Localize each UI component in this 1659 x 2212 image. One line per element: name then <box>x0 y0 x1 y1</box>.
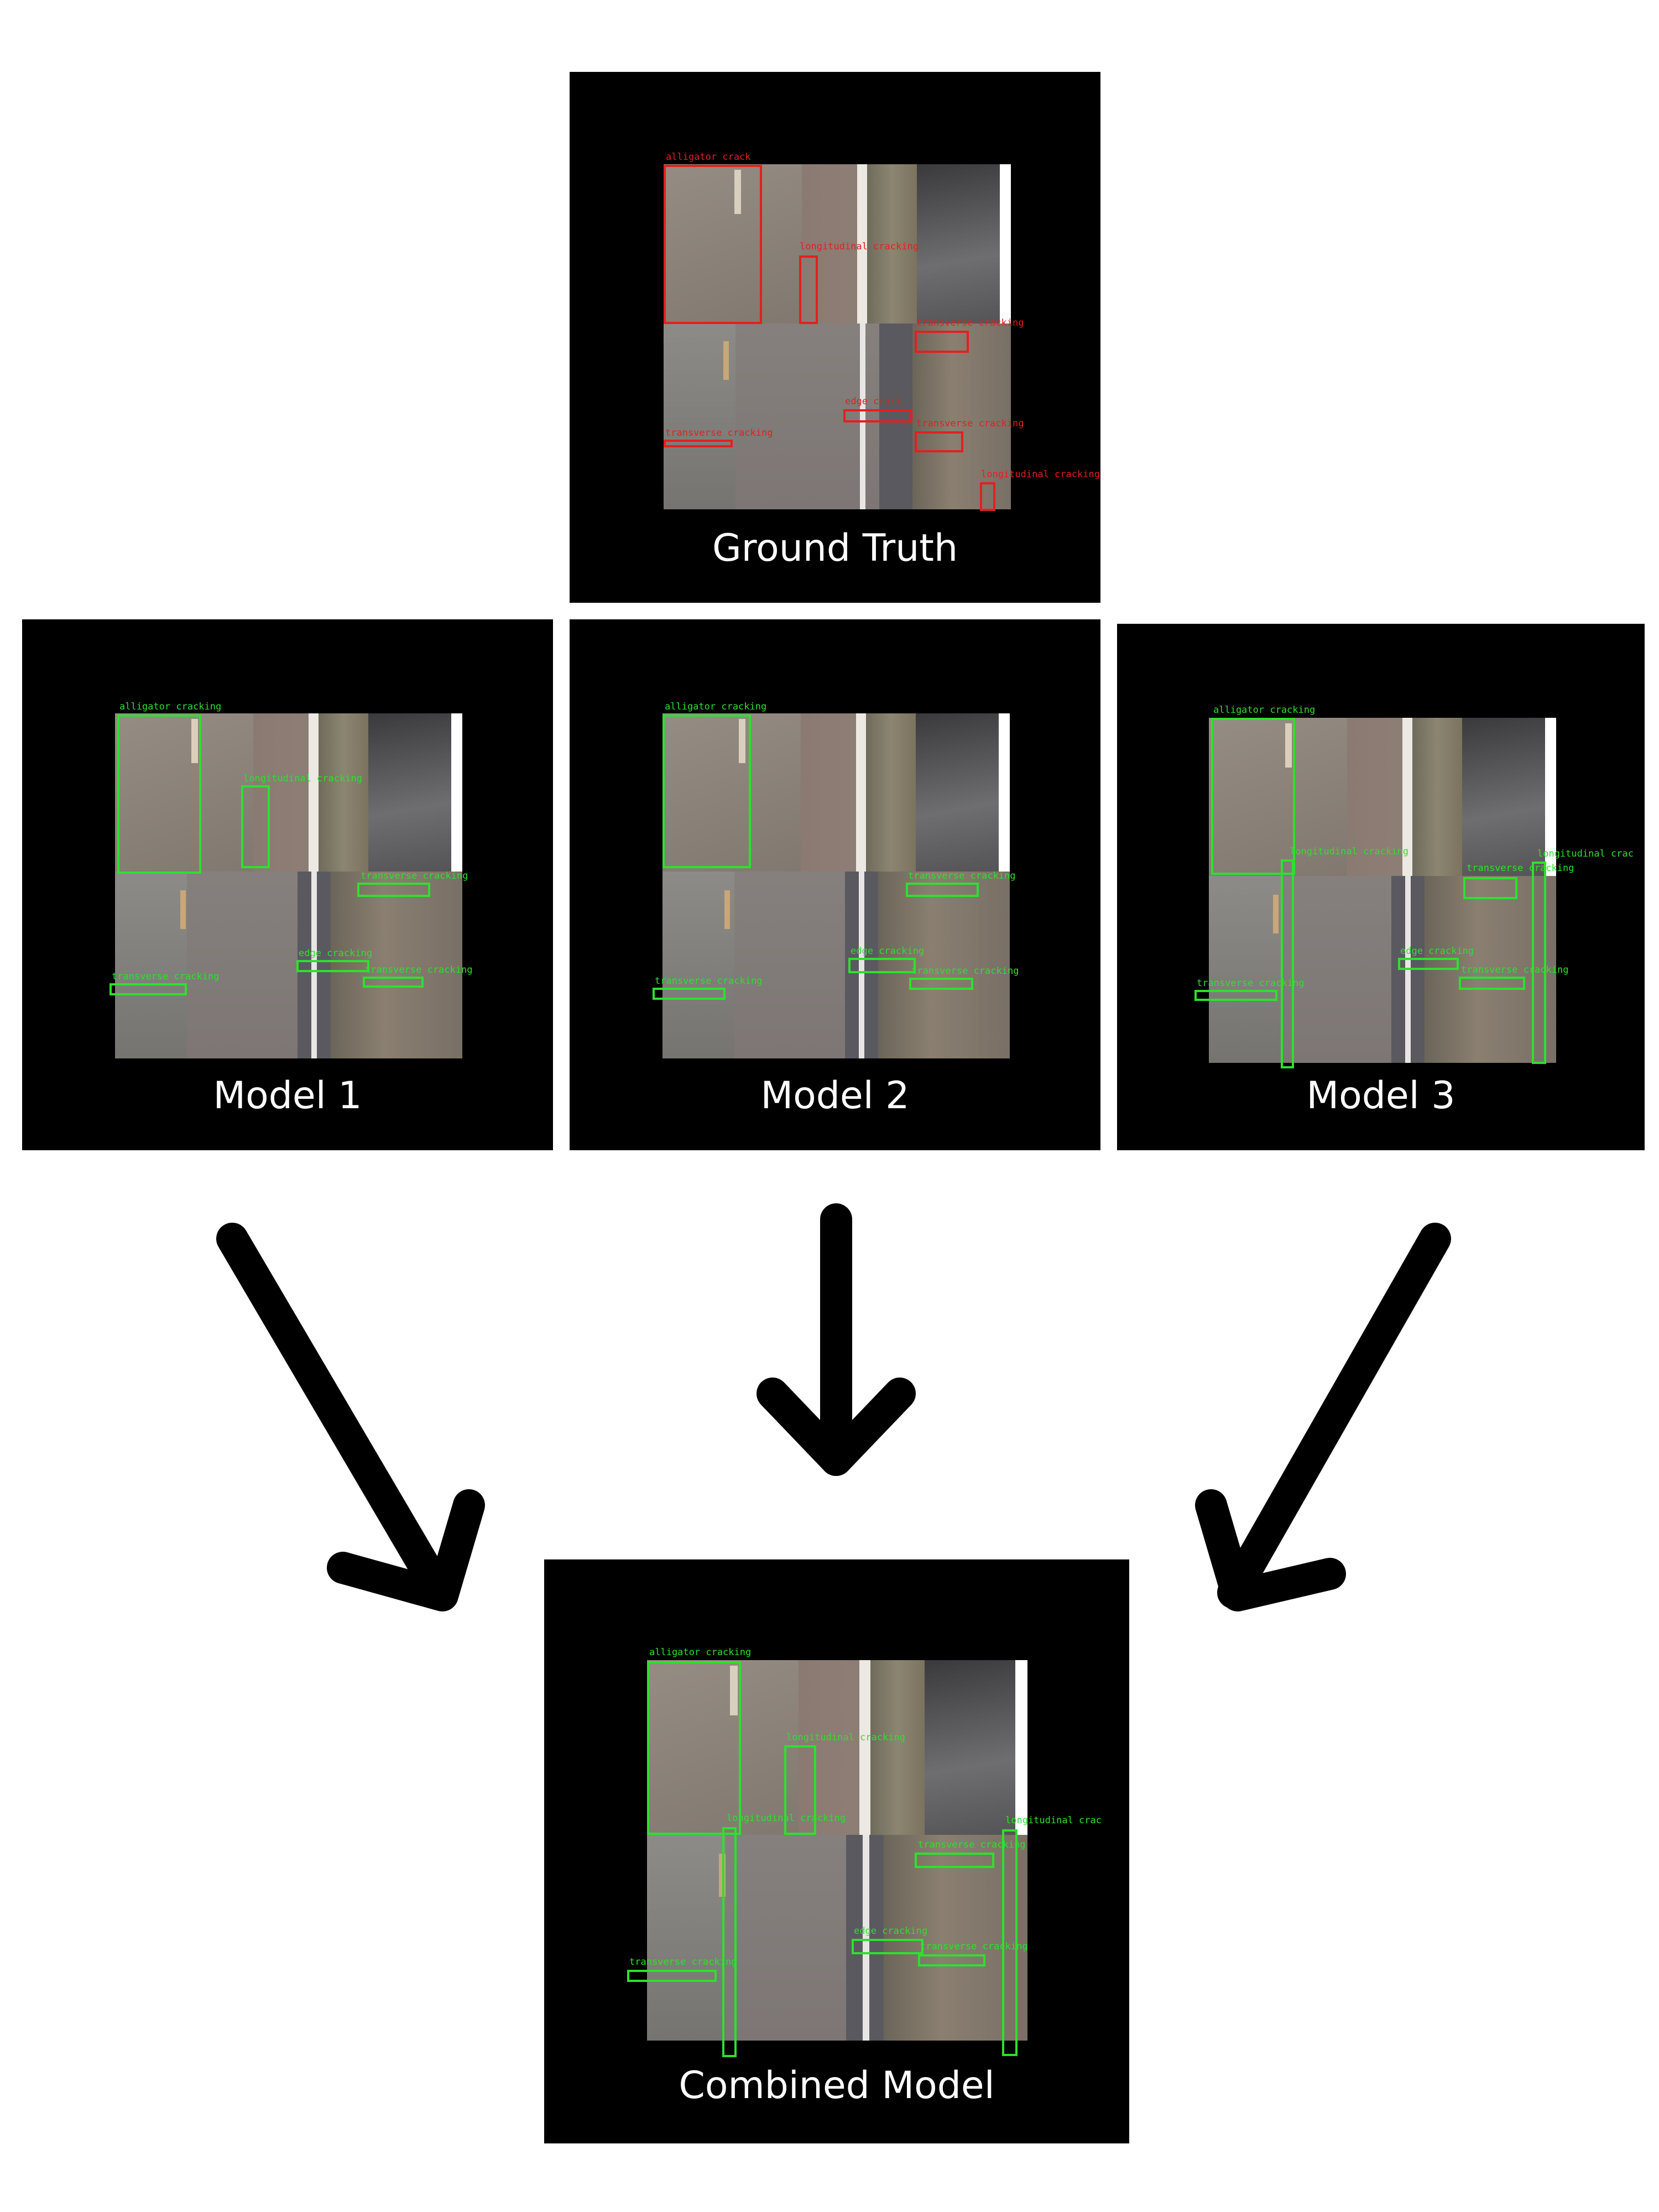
m2-box-alligator <box>662 714 751 868</box>
gt-label-alligator: alligator crack <box>666 152 751 163</box>
panel-caption-model-3: Model 3 <box>1306 1074 1455 1118</box>
arrow-down-icon <box>757 1203 916 1476</box>
gt-label-edge: edge crack <box>845 396 902 407</box>
m2-label-transverse-right-top: transverse cracking <box>908 870 1016 881</box>
panel-model-2: alligator cracking transverse cracking e… <box>570 619 1100 1150</box>
combined-box-transverse-left <box>627 1970 717 1982</box>
combined-label-transverse-right-top: transverse cracking <box>918 1839 1026 1850</box>
gt-box-longitudinal-bottom <box>980 482 995 511</box>
gt-label-transverse-right-mid: transverse cracking <box>916 418 1024 429</box>
m3-label-longitudinal-mid: longitudinal cracking <box>1290 846 1408 857</box>
panel-ground-truth: alligator crack longitudinal cracking tr… <box>570 72 1100 603</box>
combined-box-edge <box>852 1939 924 1954</box>
gt-label-transverse-left: transverse cracking <box>665 427 773 439</box>
panel-caption-combined-model: Combined Model <box>679 2064 995 2107</box>
m1-box-longitudinal-top <box>241 785 270 868</box>
combined-label-longitudinal-top: longitudinal cracking <box>786 1732 905 1743</box>
panel-caption-model-1: Model 1 <box>213 1074 362 1118</box>
gt-box-edge <box>843 409 912 422</box>
m3-label-transverse-left: transverse cracking <box>1197 978 1305 989</box>
combined-label-edge: edge cracking <box>854 1926 928 1937</box>
combined-box-longitudinal-mid <box>722 1827 737 2057</box>
m1-label-alligator: alligator cracking <box>119 701 222 712</box>
m1-label-longitudinal-top: longitudinal cracking <box>243 773 362 784</box>
m3-box-transverse-left <box>1194 990 1277 1001</box>
m1-box-transverse-right-mid <box>363 977 424 988</box>
combined-box-transverse-right-top <box>915 1853 994 1868</box>
combined-label-transverse-left: transverse cracking <box>629 1957 737 1968</box>
gt-box-transverse-right-mid <box>915 431 963 452</box>
m1-box-transverse-right-top <box>357 883 430 897</box>
combined-box-alligator <box>647 1661 741 1835</box>
road-image-mosaic <box>662 713 1010 1058</box>
m3-box-alligator <box>1211 718 1295 875</box>
combined-label-longitudinal-right: longitudinal crac <box>1005 1815 1102 1826</box>
m1-box-alligator <box>117 714 201 874</box>
m1-label-edge: edge cracking <box>299 948 373 959</box>
gt-box-alligator <box>664 165 762 324</box>
combined-label-alligator: alligator cracking <box>649 1647 752 1658</box>
panel-caption-model-2: Model 2 <box>760 1074 910 1118</box>
panel-model-3: alligator cracking longitudinal cracking… <box>1117 624 1645 1150</box>
m3-box-edge <box>1398 958 1459 970</box>
m2-box-transverse-right-mid <box>909 978 973 990</box>
road-image-mosaic <box>664 164 1011 509</box>
m2-label-alligator: alligator cracking <box>665 701 767 712</box>
m3-box-transverse-right-mid <box>1459 977 1525 990</box>
road-image-mosaic <box>115 713 462 1058</box>
m3-label-longitudinal-right: longitudinal crac <box>1537 848 1634 859</box>
m3-label-transverse-right-top: transverse cracking <box>1467 863 1574 874</box>
m2-label-transverse-left: transverse cracking <box>655 975 763 987</box>
m2-label-edge: edge cracking <box>851 946 925 957</box>
m1-label-transverse-right-top: transverse cracking <box>361 870 468 881</box>
gt-box-transverse-left <box>664 440 733 447</box>
combined-label-transverse-right-mid: transverse cracking <box>920 1941 1028 1952</box>
arrow-down-right-icon <box>216 1223 485 1611</box>
m2-box-transverse-left <box>653 988 726 1000</box>
arrow-down-left-icon <box>1195 1223 1451 1611</box>
m1-box-edge <box>296 960 369 972</box>
m3-box-transverse-right-top <box>1463 877 1517 899</box>
m3-box-longitudinal-mid <box>1281 859 1294 1068</box>
m2-box-edge <box>848 958 916 973</box>
m2-box-transverse-right-top <box>906 883 979 897</box>
gt-label-transverse-right-top: transverse cracking <box>916 317 1024 328</box>
combined-box-longitudinal-right <box>1002 1829 1018 2056</box>
combined-box-transverse-right-mid <box>918 1954 985 1966</box>
panel-caption-ground-truth: Ground Truth <box>712 526 958 570</box>
m3-label-transverse-right-mid: transverse cracking <box>1461 964 1569 975</box>
panel-combined-model: alligator cracking longitudinal cracking… <box>544 1559 1129 2143</box>
gt-label-longitudinal-bottom: longitudinal cracking <box>981 469 1100 480</box>
gt-label-longitudinal-top: longitudinal cracking <box>800 241 919 252</box>
combined-label-longitudinal-mid: longitudinal cracking <box>727 1813 846 1824</box>
m2-label-transverse-right-mid: transverse cracking <box>911 966 1019 977</box>
road-image-mosaic <box>1209 718 1556 1063</box>
m1-label-transverse-right-mid: transverse cracking <box>365 964 473 975</box>
combined-box-longitudinal-top <box>784 1745 816 1835</box>
panel-model-1: alligator cracking longitudinal cracking… <box>22 619 553 1150</box>
m1-box-transverse-left <box>109 983 187 995</box>
gt-box-longitudinal-top <box>799 255 818 324</box>
m3-box-longitudinal-right <box>1532 862 1546 1064</box>
m1-label-transverse-left: transverse cracking <box>112 971 220 982</box>
m3-label-edge: edge cracking <box>1400 946 1474 957</box>
m3-label-alligator: alligator cracking <box>1213 705 1316 716</box>
gt-box-transverse-right-top <box>915 331 969 353</box>
